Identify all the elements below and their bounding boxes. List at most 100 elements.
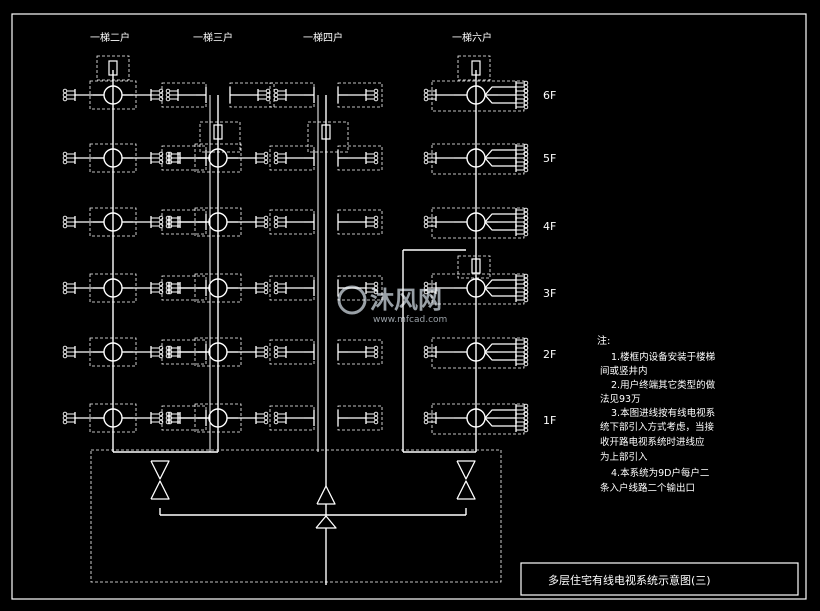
outlet-icon — [523, 155, 529, 161]
note-line: 收开路电视系统时进线应 — [600, 436, 705, 448]
outlet-icon — [273, 285, 279, 291]
outlet-icon — [523, 100, 529, 106]
floor-box — [337, 339, 383, 365]
note-line: 间或竖井内 — [600, 365, 648, 377]
outlet-icon — [523, 419, 529, 425]
outlet-icon — [62, 88, 68, 94]
amplifier-icon — [456, 480, 476, 500]
outlet-icon — [263, 415, 269, 421]
floor-box — [337, 145, 383, 171]
notes-block: 注: 1.楼框内设备安装于楼梯 间或竖井内 2.用户终端其它类型的做 法见93万… — [597, 334, 716, 494]
outlet-icon — [523, 293, 529, 299]
note-line: 法见93万 — [600, 393, 641, 405]
outlet-icon — [167, 289, 173, 295]
outlet-icon — [523, 285, 529, 291]
outlet-icon — [423, 223, 429, 229]
outlet-icon — [167, 223, 173, 229]
outlet-icon — [373, 219, 379, 225]
outlet-icon — [62, 151, 68, 157]
outlet-icon — [263, 151, 269, 157]
outlet-icon — [62, 285, 68, 291]
outlet-icon — [373, 353, 379, 359]
floor-box — [337, 405, 383, 431]
outlet-icon — [273, 419, 279, 425]
outlet-icon — [167, 353, 173, 359]
floor-box — [431, 143, 525, 175]
outlet-icon — [523, 427, 529, 433]
outlet-icon — [523, 415, 529, 421]
floor-box — [96, 55, 130, 81]
outlet-icon — [523, 297, 529, 303]
tap-branch — [484, 417, 498, 427]
outlet-icon — [158, 353, 164, 359]
outlet-icon — [523, 151, 529, 157]
outlet-icon — [263, 281, 269, 287]
outlet-icon — [523, 211, 529, 217]
amplifier-icon — [456, 460, 476, 480]
outlet-icon — [523, 104, 529, 110]
outlet-icon — [523, 147, 529, 153]
outlet-icon — [523, 80, 529, 86]
outlet-icon — [373, 411, 379, 417]
outlet-icon — [263, 345, 269, 351]
outlet-icon — [523, 231, 529, 237]
outlet-icon — [423, 215, 429, 221]
outlet-icon — [373, 345, 379, 351]
outlet-icon — [373, 415, 379, 421]
outlet-icon — [373, 92, 379, 98]
outlet-icon — [423, 151, 429, 157]
outlet-icon — [523, 92, 529, 98]
amplifier-icon — [150, 480, 170, 500]
outlet-icon — [523, 423, 529, 429]
outlet-icon — [373, 88, 379, 94]
note-line: 统下部引入方式考虑，当接 — [600, 421, 715, 433]
outlet-icon — [62, 92, 68, 98]
floor-box — [431, 403, 525, 435]
outlet-icon — [263, 159, 269, 165]
outlet-icon — [62, 349, 68, 355]
outlet-icon — [423, 353, 429, 359]
outlet-icon — [263, 219, 269, 225]
outlet-icon — [423, 88, 429, 94]
outlet-icon — [62, 353, 68, 359]
outlet-icon — [373, 223, 379, 229]
amplifier-icon — [315, 515, 337, 529]
outlet-icon — [62, 223, 68, 229]
floor-box — [431, 207, 525, 239]
outlet-icon — [263, 155, 269, 161]
outlet-icon — [373, 289, 379, 295]
outlet-icon — [265, 96, 271, 102]
outlet-icon — [273, 215, 279, 221]
outlet-icon — [423, 159, 429, 165]
drawing-frame — [11, 13, 807, 600]
outlet-icon — [263, 289, 269, 295]
outlet-icon — [273, 281, 279, 287]
outlet-icon — [273, 353, 279, 359]
outlet-icon — [523, 411, 529, 417]
floor-box — [457, 255, 491, 279]
outlet-icon — [165, 289, 171, 295]
outlet-icon — [273, 92, 279, 98]
outlet-icon — [273, 151, 279, 157]
outlet-icon — [273, 159, 279, 165]
tap-branch — [484, 221, 498, 231]
outlet-icon — [273, 223, 279, 229]
outlet-icon — [263, 285, 269, 291]
outlet-icon — [62, 411, 68, 417]
outlet-icon — [523, 337, 529, 343]
tap-branch — [484, 287, 498, 297]
outlet-icon — [273, 96, 279, 102]
floor-label-3f: 3F — [543, 287, 556, 300]
tap-branch — [484, 409, 498, 419]
outlet-icon — [263, 215, 269, 221]
watermark-site: www.mfcad.com — [373, 315, 447, 325]
terminator-icon — [471, 60, 481, 76]
outlet-icon — [165, 353, 171, 359]
floor-label-6f: 6F — [543, 89, 556, 102]
floor-box — [199, 121, 241, 153]
outlet-icon — [373, 419, 379, 425]
tap-branch — [484, 157, 498, 167]
outlet-icon — [423, 415, 429, 421]
outlet-icon — [167, 159, 173, 165]
outlet-icon — [523, 289, 529, 295]
